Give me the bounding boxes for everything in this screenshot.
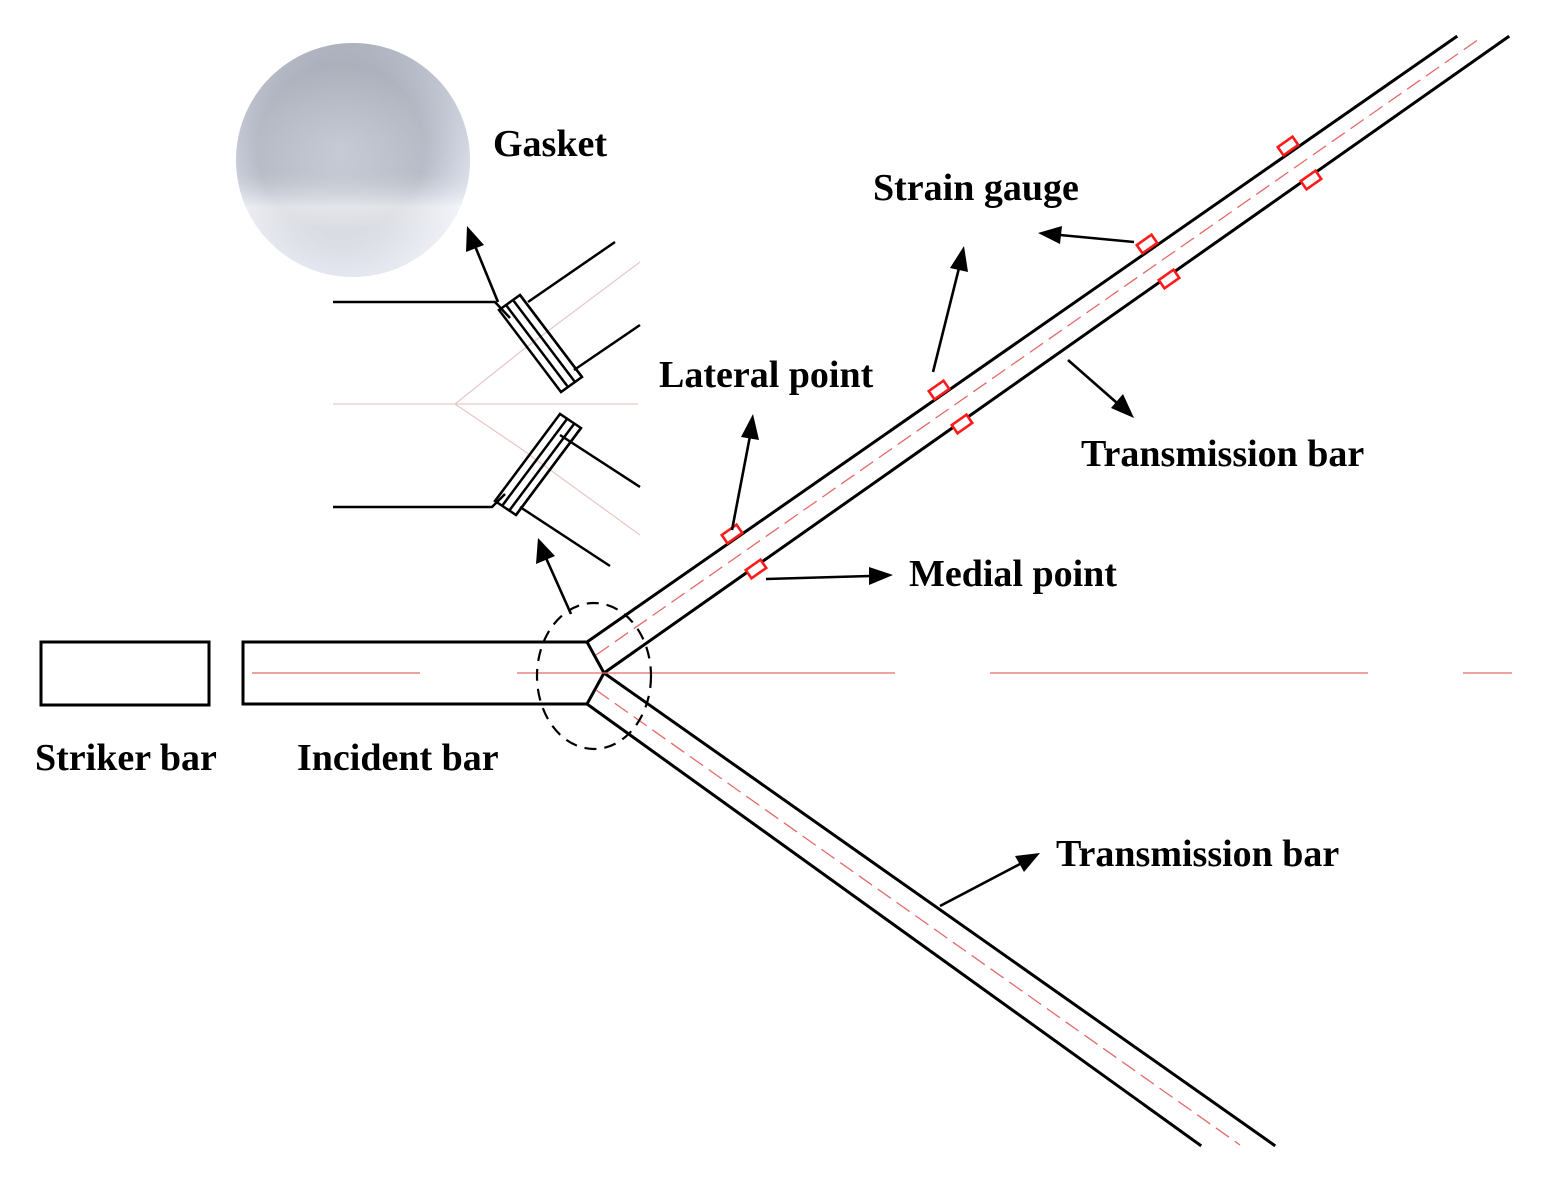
arrow-transmission-bar-lower [939,853,1040,908]
labels: Gasket Strain gauge Lateral point Transm… [35,123,1364,875]
transmission-bar-lower [584,670,1277,1148]
strain-gauge-lateral-2 [926,378,952,402]
label-transmission-bar-upper: Transmission bar [1081,433,1364,475]
centerlines [252,36,1512,1146]
arrow-strain-gauge-2 [1038,226,1135,244]
label-strain-gauge: Strain gauge [873,167,1079,209]
label-incident-bar: Incident bar [297,737,499,779]
label-lateral-point: Lateral point [659,354,874,396]
lower-gasket-stack [493,412,583,517]
strain-gauge-lateral-3 [1134,232,1160,256]
label-transmission-bar-lower: Transmission bar [1056,833,1339,875]
arrow-to-gasket [466,226,500,303]
strain-gauges [719,134,1324,581]
annotation-arrows [466,226,1135,908]
arrow-to-detail [536,538,573,615]
upper-gasket-stack [497,293,584,394]
arrow-transmission-bar-upper [1067,359,1134,418]
gasket-image [236,43,470,277]
strain-gauge-medial-4 [1298,168,1324,192]
arrow-medial-point [765,567,893,585]
strain-gauge-lateral-4 [1275,134,1301,158]
striker-bar [39,640,211,707]
detail-circle [535,601,653,751]
label-medial-point: Medial point [909,553,1117,595]
strain-gauge-medial-3 [1156,267,1182,291]
arrow-strain-gauge-1 [931,246,968,373]
strain-gauge-lateral-1 [719,522,745,546]
gasket-detail-view [333,240,641,568]
strain-gauge-medial-1 [743,557,769,581]
strain-gauge-medial-2 [949,412,975,436]
label-striker-bar: Striker bar [35,737,217,779]
arrow-lateral-point [730,414,759,531]
label-gasket: Gasket [493,123,607,165]
